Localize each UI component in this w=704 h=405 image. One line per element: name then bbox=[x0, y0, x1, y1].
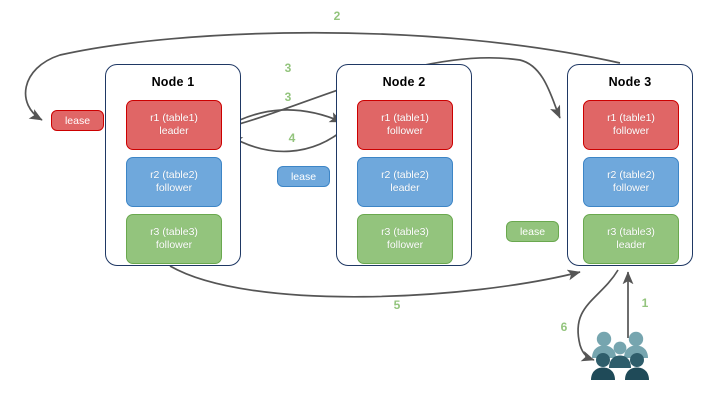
lease-label: lease bbox=[519, 225, 546, 238]
edge-label-3b: 3 bbox=[284, 90, 292, 104]
edge-label-3a: 3 bbox=[284, 61, 292, 75]
replica-r2[interactable]: r2 (table2) follower bbox=[126, 157, 222, 207]
replica-name: r1 (table1) bbox=[150, 112, 198, 124]
lease-label: lease bbox=[64, 114, 91, 127]
replica-name: r2 (table2) bbox=[607, 169, 655, 181]
node-title: Node 2 bbox=[382, 75, 426, 89]
edge-label-1: 1 bbox=[641, 296, 649, 310]
lease-label: lease bbox=[290, 170, 317, 183]
replica-role: follower bbox=[155, 239, 193, 251]
replica-r3[interactable]: r3 (table3) follower bbox=[126, 214, 222, 264]
replica-r1[interactable]: r1 (table1) follower bbox=[357, 100, 453, 150]
lease-box-green[interactable]: lease bbox=[506, 221, 559, 242]
replica-name: r2 (table2) bbox=[150, 169, 198, 181]
replica-role: follower bbox=[386, 125, 424, 137]
edge-5-path bbox=[169, 265, 581, 298]
replica-role: leader bbox=[390, 182, 420, 194]
replica-r3[interactable]: r3 (table3) follower bbox=[357, 214, 453, 264]
replica-role: follower bbox=[612, 125, 650, 137]
edge-label-5: 5 bbox=[393, 298, 401, 312]
replica-name: r3 (table3) bbox=[150, 226, 198, 238]
replica-name: r2 (table2) bbox=[381, 169, 429, 181]
node-title: Node 3 bbox=[608, 75, 652, 89]
node-title: Node 1 bbox=[151, 75, 195, 89]
edge-label-2: 2 bbox=[333, 9, 341, 23]
node-box-2[interactable]: Node 2 r1 (table1) follower r2 (table2) … bbox=[336, 64, 472, 266]
replica-name: r3 (table3) bbox=[607, 226, 655, 238]
edge-label-4: 4 bbox=[288, 131, 296, 145]
node-box-3[interactable]: Node 3 r1 (table1) follower r2 (table2) … bbox=[567, 64, 693, 266]
replica-name: r1 (table1) bbox=[607, 112, 655, 124]
replica-r2[interactable]: r2 (table2) follower bbox=[583, 157, 679, 207]
replica-r1[interactable]: r1 (table1) follower bbox=[583, 100, 679, 150]
edge-label-6: 6 bbox=[560, 320, 568, 334]
users-group-icon bbox=[591, 331, 649, 380]
replica-role: leader bbox=[159, 125, 189, 137]
node-box-1[interactable]: Node 1 r1 (table1) leader r2 (table2) fo… bbox=[105, 64, 241, 266]
replica-r3[interactable]: r3 (table3) leader bbox=[583, 214, 679, 264]
replica-role: follower bbox=[612, 182, 650, 194]
replica-name: r3 (table3) bbox=[381, 226, 429, 238]
replica-role: follower bbox=[155, 182, 193, 194]
replica-r1[interactable]: r1 (table1) leader bbox=[126, 100, 222, 150]
lease-box-blue[interactable]: lease bbox=[277, 166, 330, 187]
lease-box-red[interactable]: lease bbox=[51, 110, 104, 131]
replica-name: r1 (table1) bbox=[381, 112, 429, 124]
replica-role: leader bbox=[616, 239, 646, 251]
edge-3-lower-path bbox=[223, 109, 343, 129]
replica-role: follower bbox=[386, 239, 424, 251]
replica-r2[interactable]: r2 (table2) leader bbox=[357, 157, 453, 207]
